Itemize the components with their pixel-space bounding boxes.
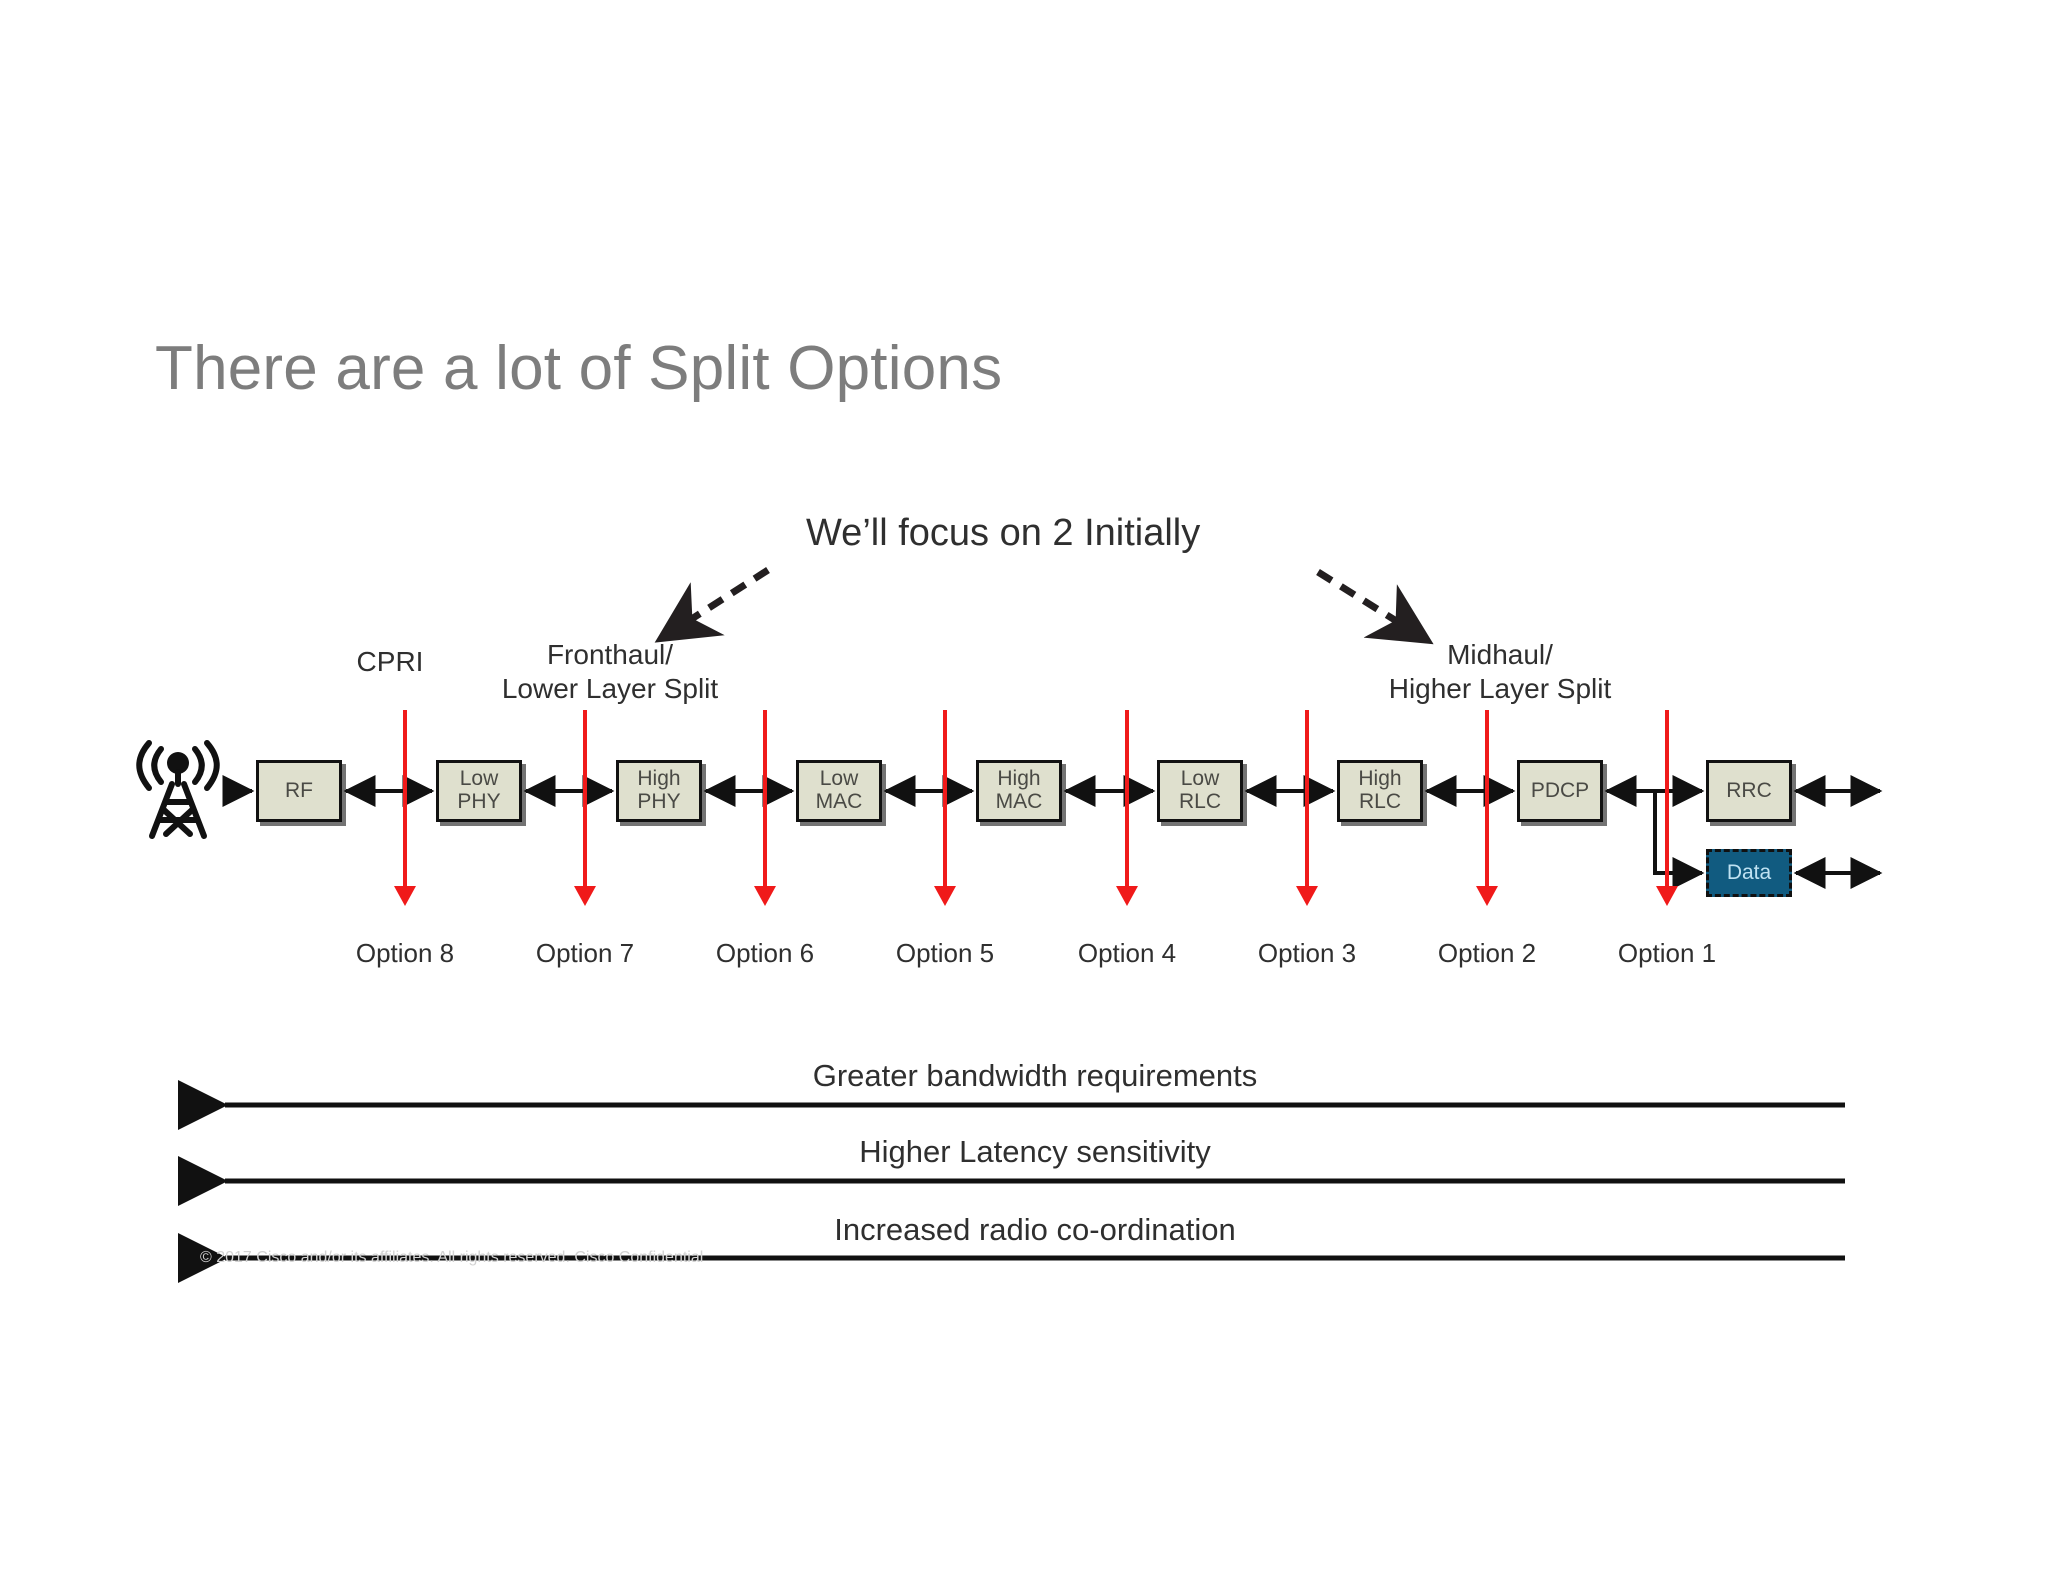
chain-box-pdcp[interactable]: PDCP <box>1517 760 1603 822</box>
chain-box-rrc[interactable]: RRC <box>1706 760 1792 822</box>
split-line-head-3 <box>1296 886 1318 906</box>
subtitle-callout: We’ll focus on 2 Initially <box>806 512 1201 554</box>
split-label-option-3: Option 3 <box>1257 938 1357 968</box>
split-line-option-5 <box>943 710 947 886</box>
chain-box-high-rlc[interactable]: High RLC <box>1337 760 1423 822</box>
split-line-option-2 <box>1485 710 1489 886</box>
split-line-head-1 <box>1656 886 1678 906</box>
chain-box-high-phy[interactable]: High PHY <box>616 760 702 822</box>
antenna-tower-icon <box>136 740 220 839</box>
page-title: There are a lot of Split Options <box>155 334 1003 403</box>
split-line-option-4 <box>1125 710 1129 886</box>
split-line-option-1 <box>1665 710 1669 886</box>
split-label-option-2: Option 2 <box>1437 938 1537 968</box>
split-line-head-2 <box>1476 886 1498 906</box>
trend-label-latency: Higher Latency sensitivity <box>859 1134 1211 1169</box>
copyright-footer: © 2017 Cisco and/or its affiliates. All … <box>200 1249 704 1266</box>
chain-box-low-mac[interactable]: Low MAC <box>796 760 882 822</box>
annotation-cpri: CPRI <box>356 646 424 677</box>
trend-label-coordination: Increased radio co-ordination <box>834 1212 1236 1247</box>
split-line-head-6 <box>754 886 776 906</box>
split-line-head-5 <box>934 886 956 906</box>
annotation-fronthaul: Fronthaul/ Lower Layer Split <box>501 639 719 705</box>
split-label-option-1: Option 1 <box>1617 938 1717 968</box>
chain-box-rf[interactable]: RF <box>256 760 342 822</box>
split-label-option-4: Option 4 <box>1077 938 1177 968</box>
split-label-option-5: Option 5 <box>895 938 995 968</box>
split-label-option-7: Option 7 <box>535 938 635 968</box>
split-label-option-8: Option 8 <box>355 938 455 968</box>
split-line-option-6 <box>763 710 767 886</box>
chain-box-high-mac[interactable]: High MAC <box>976 760 1062 822</box>
chain-box-low-phy[interactable]: Low PHY <box>436 760 522 822</box>
trend-label-bandwidth: Greater bandwidth requirements <box>812 1058 1258 1093</box>
split-line-option-3 <box>1305 710 1309 886</box>
dashed-arrow-left-icon <box>654 567 770 643</box>
split-line-head-4 <box>1116 886 1138 906</box>
split-label-option-6: Option 6 <box>715 938 815 968</box>
chain-box-low-rlc[interactable]: Low RLC <box>1157 760 1243 822</box>
split-line-option-8 <box>403 710 407 886</box>
split-line-head-8 <box>394 886 416 906</box>
dashed-arrow-right-icon <box>1316 569 1434 645</box>
chain-box-data[interactable]: Data <box>1706 849 1792 897</box>
split-line-option-7 <box>583 710 587 886</box>
split-line-head-7 <box>574 886 596 906</box>
annotation-midhaul: Midhaul/ Higher Layer Split <box>1388 639 1612 705</box>
